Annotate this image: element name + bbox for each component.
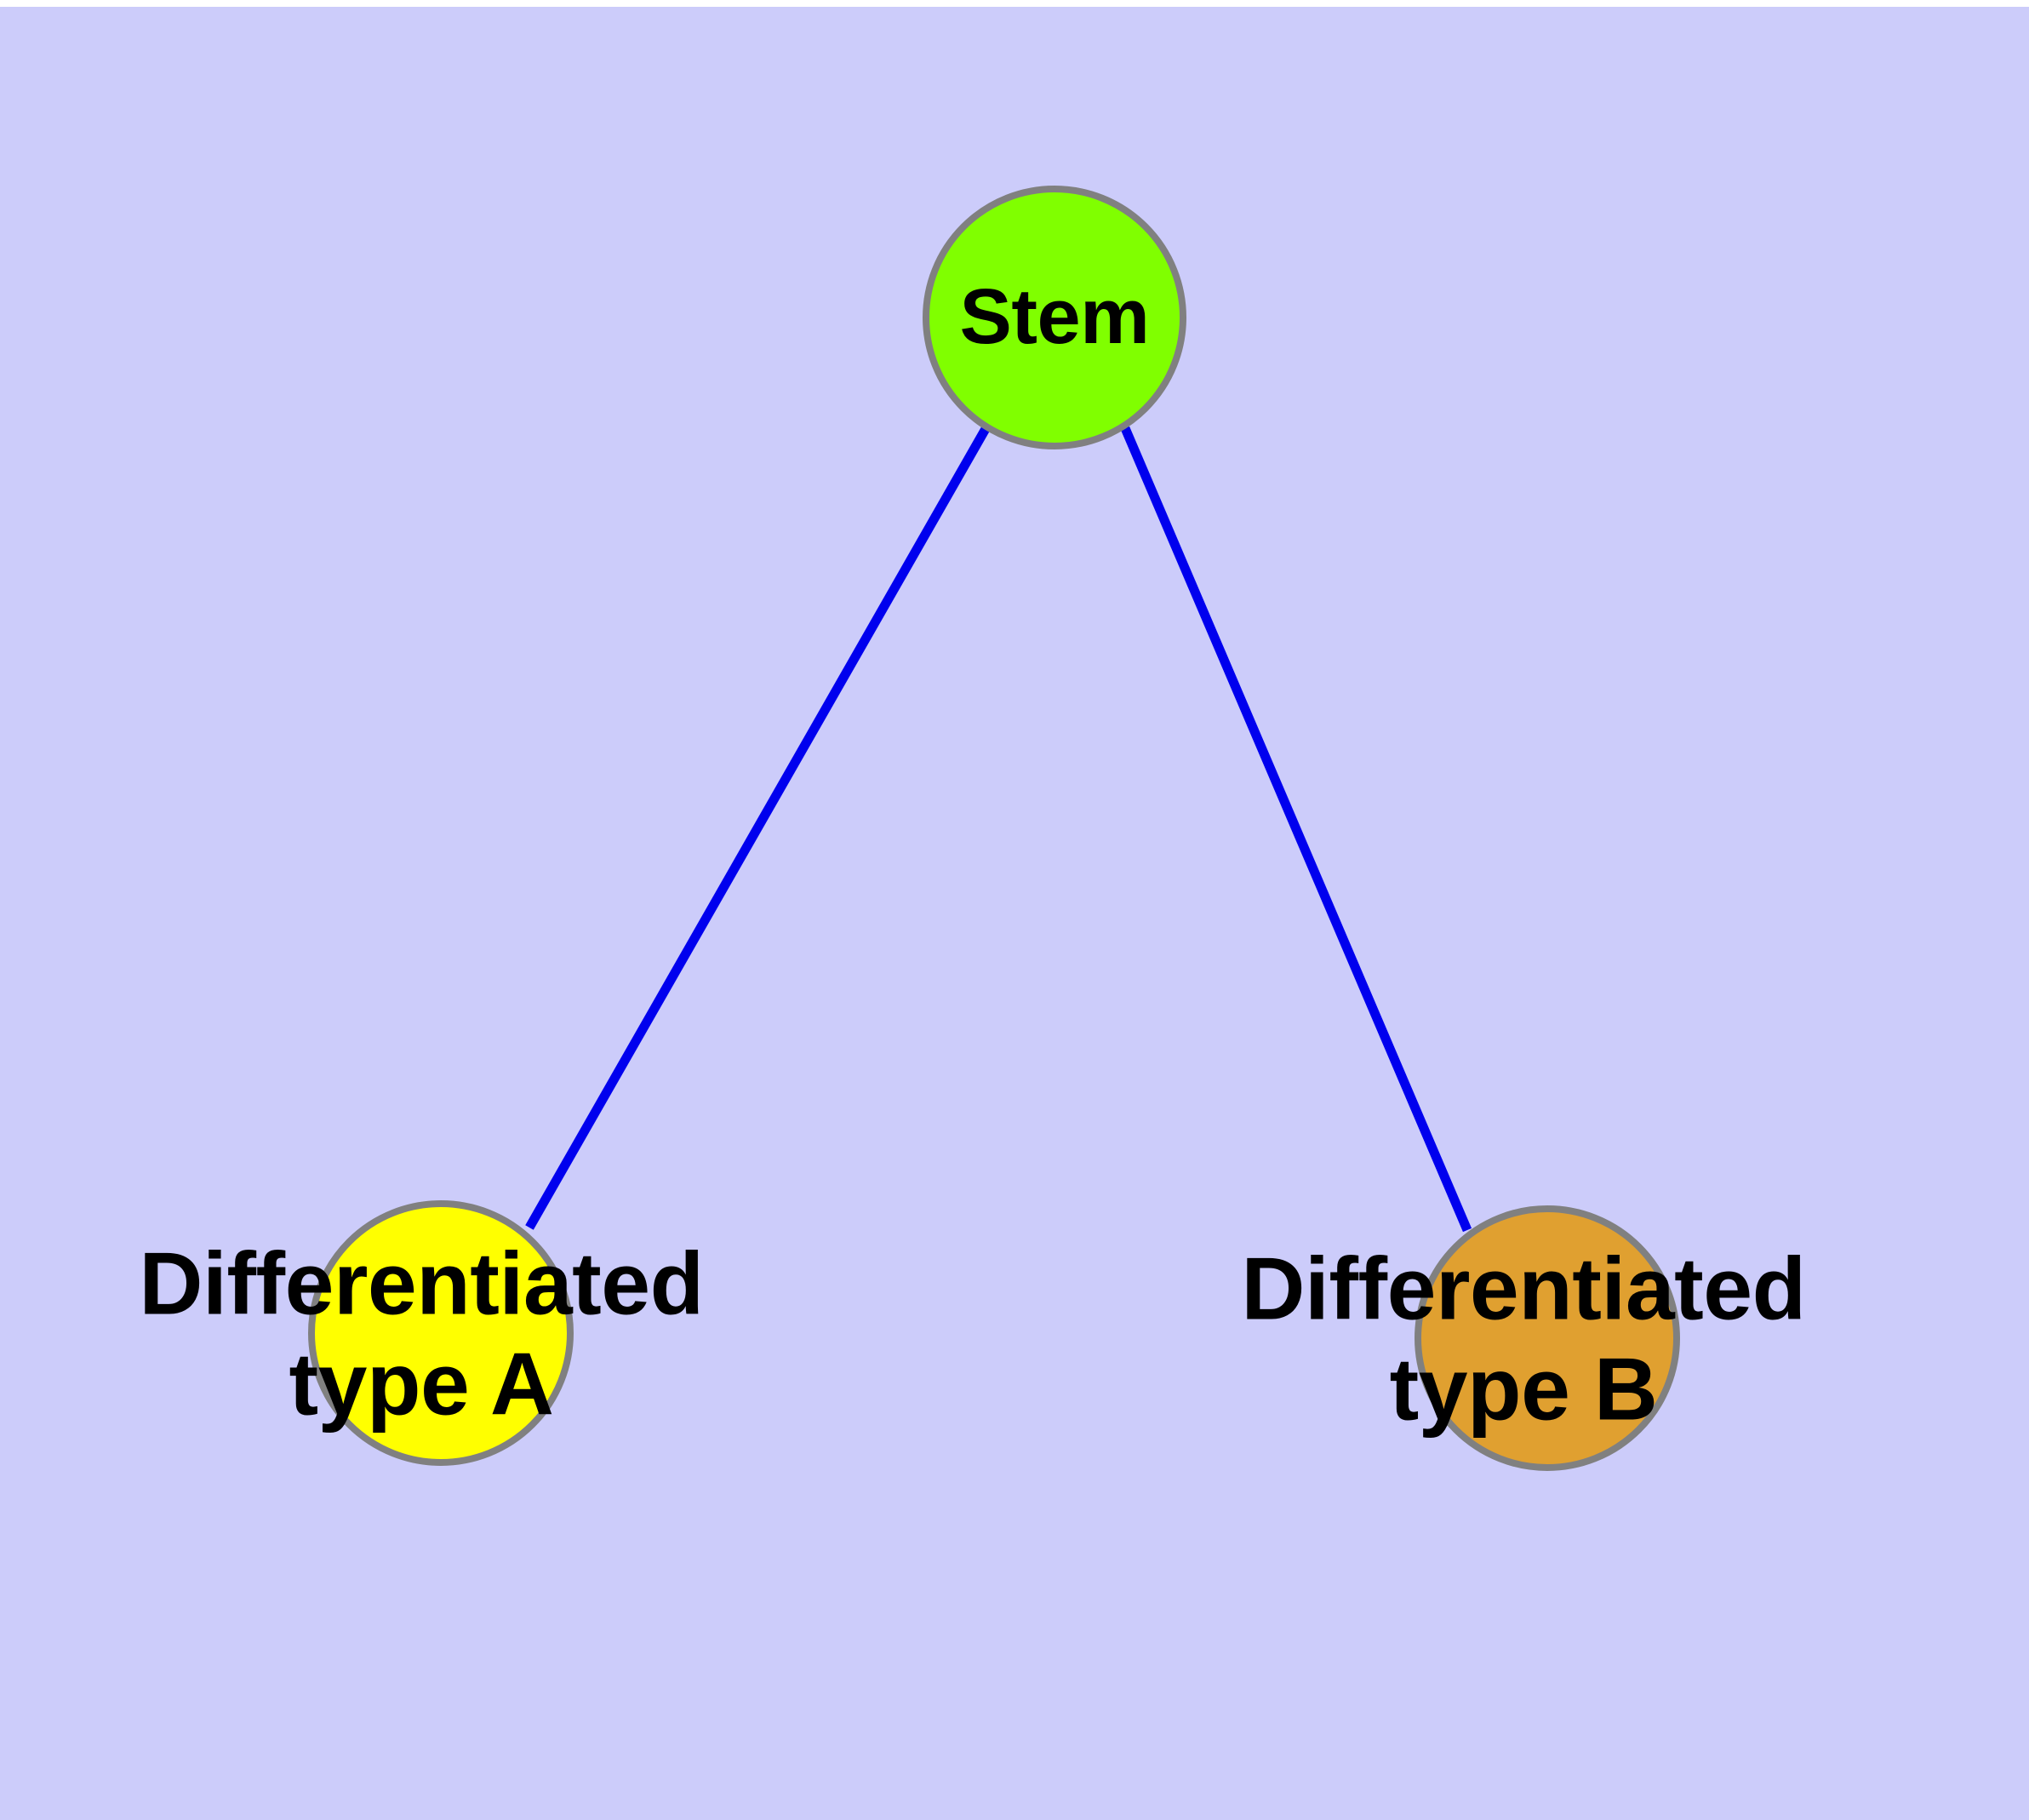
node-diff-a-circle[interactable] <box>308 1200 574 1466</box>
edge-group <box>525 425 1472 1233</box>
node-diff-b-circle[interactable] <box>1415 1205 1680 1471</box>
node-stem-circle[interactable] <box>923 186 1186 449</box>
edge-stem-to-diff-a[interactable] <box>525 425 991 1230</box>
edge-stem-to-diff-b[interactable] <box>1120 426 1472 1233</box>
node-group <box>308 186 1680 1471</box>
